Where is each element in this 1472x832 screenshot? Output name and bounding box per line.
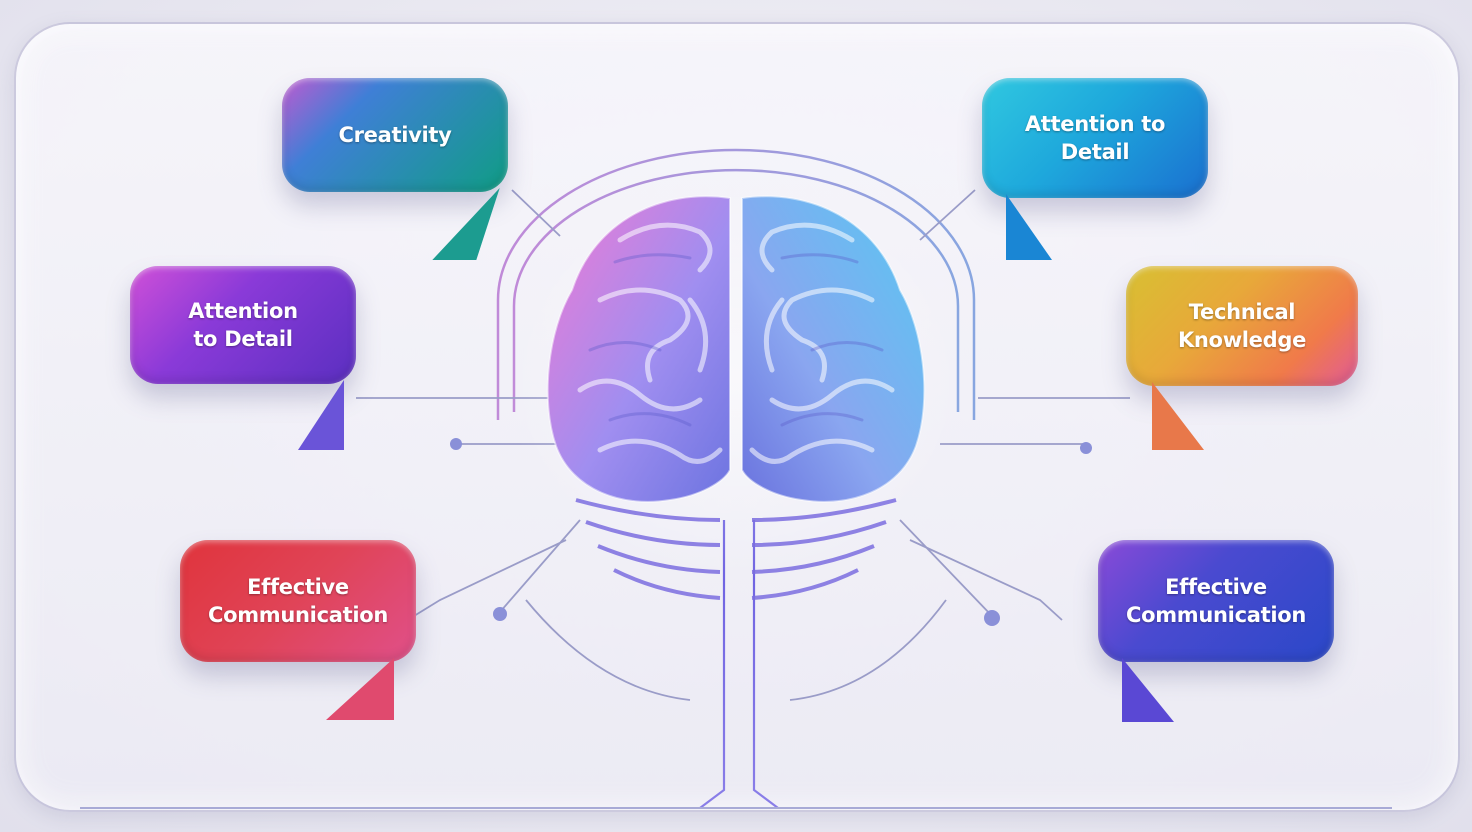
brain-graphic (506, 180, 966, 600)
bubble-effective-right-line2: Communication (1125, 603, 1307, 627)
connector-dots (450, 438, 1092, 626)
bubble-effective-right: Effective Communication (1098, 540, 1334, 662)
bubble-attention-left: Attention to Detail (130, 266, 356, 384)
bubble-technical-tail (1152, 382, 1216, 450)
bubble-technical-line1: Technical (1188, 300, 1296, 324)
bubble-attention-left-line2: to Detail (193, 327, 293, 351)
bubble-attention-left-line1: Attention (188, 299, 298, 323)
bubble-effective-left-line2: Communication (207, 603, 389, 627)
bubble-attention-right-tail (1006, 194, 1062, 260)
bubble-effective-left-tail (316, 658, 394, 720)
bubble-attention-right-line2: Detail (1060, 140, 1130, 164)
bubble-technical-line2: Knowledge (1177, 328, 1307, 352)
bubble-attention-right: Attention to Detail (982, 78, 1208, 198)
bubble-technical: Technical Knowledge (1126, 266, 1358, 386)
bubble-creativity-label: Creativity (338, 123, 452, 147)
bubble-effective-right-tail (1122, 658, 1184, 722)
bubble-attention-left-tail (288, 380, 344, 450)
bubble-effective-left-line1: Effective (247, 575, 349, 599)
bubble-attention-right-line1: Attention to (1024, 112, 1166, 136)
bubble-effective-left: Effective Communication (180, 540, 416, 662)
bubble-creativity: Creativity (282, 78, 508, 192)
bubble-effective-right-line1: Effective (1165, 575, 1267, 599)
arch-lines (496, 148, 976, 420)
